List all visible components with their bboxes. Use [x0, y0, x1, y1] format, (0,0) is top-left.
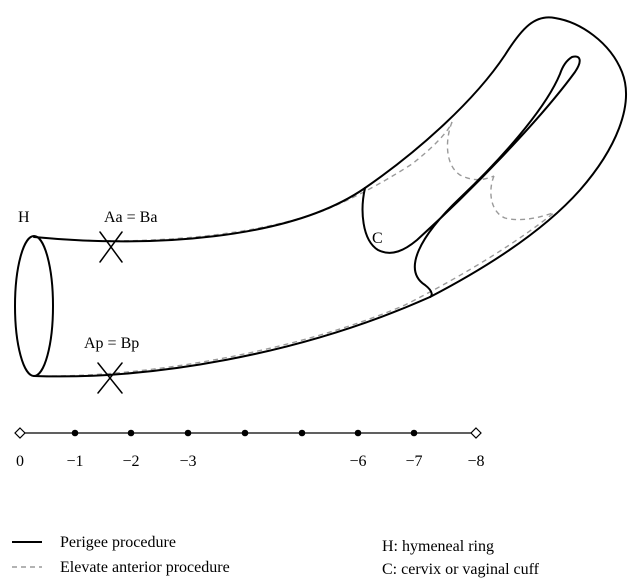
- scale-end-diamond: [470, 427, 482, 439]
- dashed-anterior-wall: [33, 121, 453, 242]
- scale-dot: [241, 429, 249, 437]
- scale-tick-label: −1: [66, 453, 83, 470]
- hymen-label: H: [18, 209, 30, 226]
- scale-dot: [127, 429, 135, 437]
- posterior-point-marker: [97, 362, 123, 394]
- scale-tick-label: −6: [349, 453, 366, 470]
- dashed-apex-upper: [446, 121, 495, 181]
- legend-solid-label: Perigee procedure: [60, 534, 176, 551]
- scale-tick-label: −3: [179, 453, 196, 470]
- scale-dot: [298, 429, 306, 437]
- scale-dot: [71, 429, 79, 437]
- hymeneal-ring-ellipse: [14, 235, 54, 377]
- measurement-scale: 0 −1 −2 −3 −6 −7 −8: [14, 427, 485, 470]
- scale-dot: [410, 429, 418, 437]
- legend-dashed-label: Elevate anterior procedure: [60, 559, 230, 576]
- scale-tick-label: −2: [122, 453, 139, 470]
- dashed-posterior-wall: [33, 211, 556, 377]
- anterior-point-label: Aa = Ba: [104, 209, 157, 226]
- legend: Perigee procedure Elevate anterior proce…: [12, 534, 540, 578]
- scale-origin-diamond: [14, 427, 26, 439]
- dashed-apex-lower: [490, 175, 556, 221]
- solid-cervix-c: [361, 55, 581, 298]
- cervix-label: C: [372, 230, 383, 247]
- legend-key-cervix: C: cervix or vaginal cuff: [382, 561, 540, 578]
- scale-dot: [354, 429, 362, 437]
- scale-tick-label: −8: [467, 453, 484, 470]
- scale-dot: [184, 429, 192, 437]
- scale-tick-label: 0: [16, 453, 24, 470]
- scale-tick-label: −7: [405, 453, 422, 470]
- solid-posterior-wall: [33, 296, 431, 378]
- legend-key-hymen: H: hymeneal ring: [382, 538, 494, 555]
- solid-outer-apex: [364, 16, 627, 298]
- posterior-point-label: Ap = Bp: [84, 335, 139, 352]
- anterior-point-marker: [99, 231, 123, 263]
- solid-anterior-wall: [33, 187, 366, 243]
